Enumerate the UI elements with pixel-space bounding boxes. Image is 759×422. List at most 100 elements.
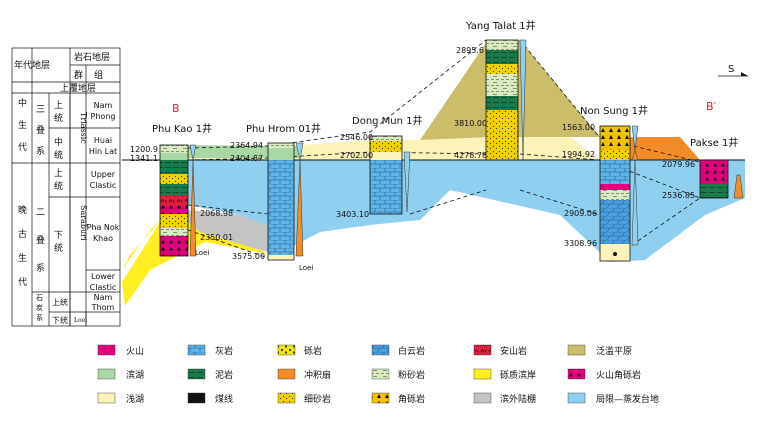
- section-end-b: B: [172, 102, 180, 115]
- depth: 2546.00: [340, 133, 373, 142]
- depth: 2350.01: [200, 233, 233, 242]
- svg-text:火山: 火山: [126, 346, 144, 357]
- header-litho: 岩石地层: [74, 51, 110, 63]
- depth: 2536.85: [662, 191, 695, 200]
- overburden-label: 上覆地层: [60, 82, 96, 94]
- belt-shelf: [188, 210, 290, 252]
- legend-item: 细砂岩: [277, 392, 331, 405]
- sys-tri-1: 三: [36, 105, 45, 115]
- fm-nam-phong-2: Phong: [91, 112, 116, 121]
- depth: 1563.00: [562, 123, 595, 132]
- header-chrono: 年代地层: [14, 59, 50, 71]
- group-triassic: Triassic: [79, 112, 88, 144]
- svg-text:泥岩: 泥岩: [215, 369, 233, 381]
- depth: 1341.1: [130, 154, 158, 163]
- fm-lower-clastic-1: Lower: [91, 272, 116, 281]
- sys-tri-3: 系: [36, 146, 45, 157]
- depth: 1994.92: [562, 150, 595, 159]
- legend-item: 灰岩: [187, 344, 233, 357]
- legend-item: 白云岩: [371, 344, 425, 357]
- era-meso-3: 代: [18, 142, 27, 153]
- loei-label: Loei: [195, 249, 209, 257]
- depth: 1200.9: [130, 145, 158, 154]
- well-name-dong-mun: Dong Mun 1井: [352, 114, 423, 127]
- svg-text:浅湖: 浅湖: [126, 393, 144, 405]
- loei-label: Loei: [299, 264, 313, 272]
- depth: 3810.00: [454, 119, 487, 128]
- svg-text:粉砂岩: 粉砂岩: [398, 369, 425, 381]
- era-paleo-1: 晚: [18, 205, 27, 216]
- svg-text:灰岩: 灰岩: [215, 345, 233, 357]
- legend-item: 安山岩: [473, 344, 527, 357]
- legend-item: 火山: [97, 344, 144, 357]
- depth: 2909.06: [564, 209, 597, 218]
- tri-middle-1: 中: [54, 136, 63, 148]
- group-loei: Loei: [74, 317, 87, 324]
- svg-text:冲积扇: 冲积扇: [304, 369, 331, 381]
- perm-lower-1: 下: [54, 231, 63, 241]
- well-name-non-sung: Non Sung 1井: [580, 104, 648, 117]
- depth: 2404.87: [230, 154, 263, 163]
- header-formation: 组: [94, 69, 103, 81]
- section-end-b-prime: B′: [706, 100, 717, 113]
- svg-text:安山岩: 安山岩: [500, 345, 527, 357]
- depth: 2364.94: [230, 141, 263, 150]
- svg-text:白云岩: 白云岩: [398, 345, 425, 357]
- svg-text:火山角砾岩: 火山角砾岩: [596, 369, 641, 381]
- well-name-phu-hrom: Phu Hrom 01井: [246, 122, 321, 135]
- sys-perm-1: 二: [36, 208, 45, 218]
- fm-upper-clastic-1: Upper: [91, 170, 116, 179]
- stratigraphic-table: 年代地层 岩石地层 群 组 上覆地层 中 生 代 晚 古 生 代 三 叠 系 二…: [11, 47, 121, 327]
- depth: 2079.96: [662, 160, 695, 169]
- legend-item: 砾质滨岸: [473, 368, 536, 381]
- fm-upper-clastic-2: Clastic: [90, 181, 117, 190]
- era-meso-2: 生: [18, 119, 27, 131]
- svg-text:砾质滨岸: 砾质滨岸: [500, 369, 536, 381]
- legend-item: 泥岩: [187, 368, 233, 381]
- svg-text:滨外陆棚: 滨外陆棚: [500, 393, 536, 405]
- depth: 2068.98: [200, 209, 233, 218]
- fm-huai-1: Huai: [94, 136, 112, 145]
- belt-gravel-shore: [122, 222, 268, 306]
- legend-item: 局限—蒸发台地: [567, 392, 659, 405]
- well-non-sung: [599, 125, 639, 262]
- header-group: 群: [74, 69, 83, 81]
- era-paleo-2: 古: [18, 228, 27, 240]
- sys-carb-2: 炭: [36, 304, 43, 312]
- fm-lower-clastic-2: Clastic: [90, 283, 117, 292]
- tri-upper-1: 上: [54, 100, 63, 111]
- well-name-yang-talat: Yang Talat 1井: [465, 19, 536, 32]
- fm-pha-nok-1: Pha Nok: [87, 223, 120, 232]
- legend-item: 滨湖: [97, 368, 144, 381]
- well-phu-kao: [159, 144, 197, 257]
- direction-label: S: [728, 64, 734, 75]
- depth: 2702.00: [340, 151, 373, 160]
- depth: 3403.10: [336, 210, 369, 219]
- depth-labels: 1200.9 1341.1 2068.98 2350.01 Loei 2364.…: [130, 46, 695, 272]
- carb-lower: 下统: [52, 315, 68, 325]
- svg-text:局限—蒸发台地: 局限—蒸发台地: [596, 393, 659, 405]
- perm-upper-1: 上: [54, 168, 63, 179]
- sys-perm-2: 叠: [36, 235, 45, 246]
- svg-text:煤线: 煤线: [215, 393, 233, 405]
- legend: 火山 灰岩 砾岩 白云岩 安山岩 泛滥平原 滨湖 泥岩 冲积扇 粉砂岩 砾质滨岸…: [97, 344, 659, 405]
- well-yang-talat: [485, 39, 527, 161]
- svg-text:滨湖: 滨湖: [126, 369, 144, 381]
- fm-huai-2: Hin Lat: [89, 147, 117, 156]
- depth: 3308.96: [564, 239, 597, 248]
- era-meso-1: 中: [18, 97, 27, 109]
- depth: 3575.00: [232, 252, 265, 261]
- svg-text:细砂岩: 细砂岩: [304, 393, 331, 405]
- sys-perm-3: 系: [36, 263, 45, 274]
- legend-item: 粉砂岩: [371, 368, 425, 381]
- well-name-phu-kao: Phu Kao 1井: [152, 122, 212, 135]
- group-saraburi: Saraburi: [79, 205, 88, 241]
- legend-item: 浅湖: [97, 392, 144, 405]
- legend-item: 冲积扇: [277, 368, 331, 381]
- legend-item: 泛滥平原: [567, 344, 632, 357]
- svg-text:角砾岩: 角砾岩: [398, 393, 425, 405]
- sys-carb-3: 系: [36, 313, 43, 322]
- era-paleo-3: 生: [18, 252, 27, 264]
